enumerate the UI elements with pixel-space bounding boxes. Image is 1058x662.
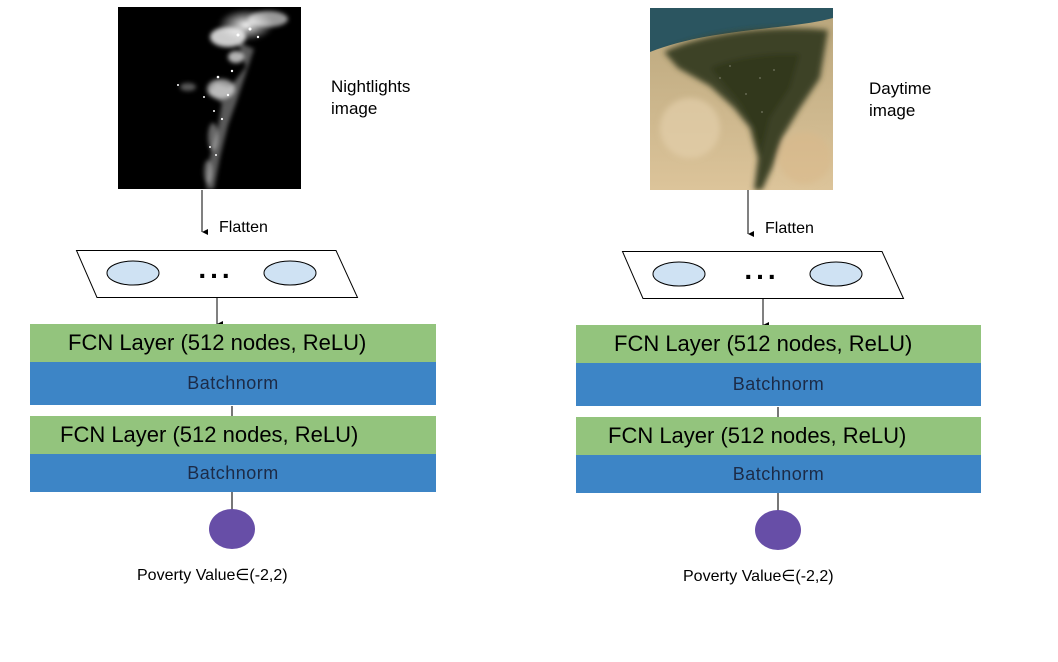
- batchnorm-2: Batchnorm: [576, 455, 981, 493]
- fcn-layer-2: FCN Layer (512 nodes, ReLU): [30, 416, 436, 454]
- right-connectors: [747, 190, 779, 511]
- daytime-image-label: Daytime image: [869, 79, 932, 120]
- daytime-image: [650, 8, 833, 190]
- flatten-label: Flatten: [765, 220, 814, 237]
- output-node: [755, 510, 801, 550]
- fcn-layer-1: FCN Layer (512 nodes, ReLU): [576, 325, 981, 363]
- daytime-branch: Daytime image Flatten ... FCN Layer (512…: [546, 0, 1058, 662]
- input-node: [106, 260, 160, 286]
- fcn-layer-2: FCN Layer (512 nodes, ReLU): [576, 417, 981, 455]
- left-connectors: [201, 190, 233, 510]
- flattened-input-vector: ...: [621, 251, 905, 299]
- output-node: [209, 509, 255, 549]
- flattened-input-vector: ...: [75, 250, 359, 298]
- nightlights-image-label: Nightlights image: [331, 77, 411, 118]
- batchnorm-2: Batchnorm: [30, 454, 436, 492]
- nightlights-branch: Nightlights image Flatten ... FCN Layer …: [30, 7, 436, 584]
- poverty-value-label: Poverty Value∈(-2,2): [137, 567, 288, 584]
- batchnorm-1: Batchnorm: [576, 363, 981, 406]
- fcn-layer-1: FCN Layer (512 nodes, ReLU): [30, 324, 436, 362]
- ellipsis: ...: [744, 254, 779, 285]
- flatten-label: Flatten: [219, 219, 268, 236]
- batchnorm-1: Batchnorm: [30, 362, 436, 405]
- ellipsis: ...: [198, 253, 233, 284]
- input-node: [809, 261, 863, 287]
- input-node: [652, 261, 706, 287]
- poverty-value-label: Poverty Value∈(-2,2): [683, 568, 834, 585]
- input-node: [263, 260, 317, 286]
- nightlights-image: [118, 7, 301, 189]
